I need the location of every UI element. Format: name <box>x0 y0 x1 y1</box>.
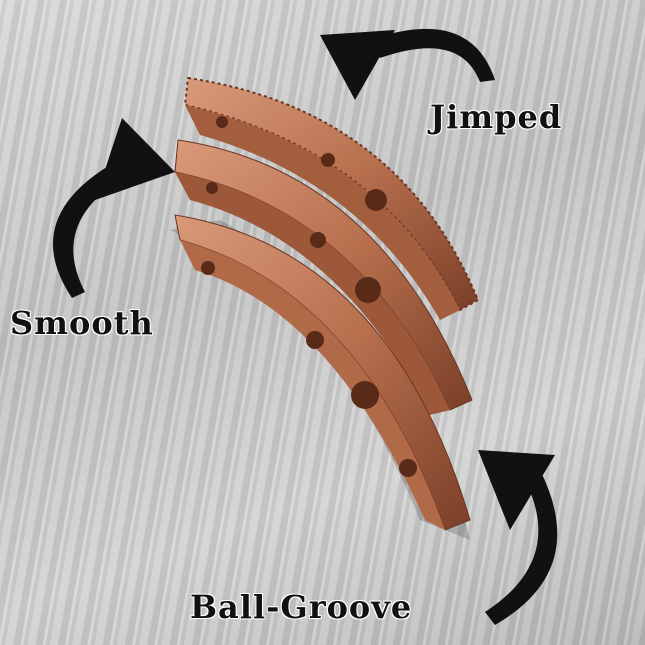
smooth-scale <box>174 139 473 415</box>
arrow-smooth-icon <box>52 118 175 298</box>
arrow-jimped-icon <box>320 28 495 100</box>
shadow <box>170 220 470 540</box>
jimped-scale <box>183 76 480 320</box>
label-smooth: Smooth <box>10 304 154 342</box>
label-jimped: Jimped <box>430 98 563 136</box>
label-ball-groove: Ball-Groove <box>190 588 413 626</box>
arrow-ball-groove-icon <box>478 450 558 625</box>
ball-groove-scale <box>174 214 471 531</box>
